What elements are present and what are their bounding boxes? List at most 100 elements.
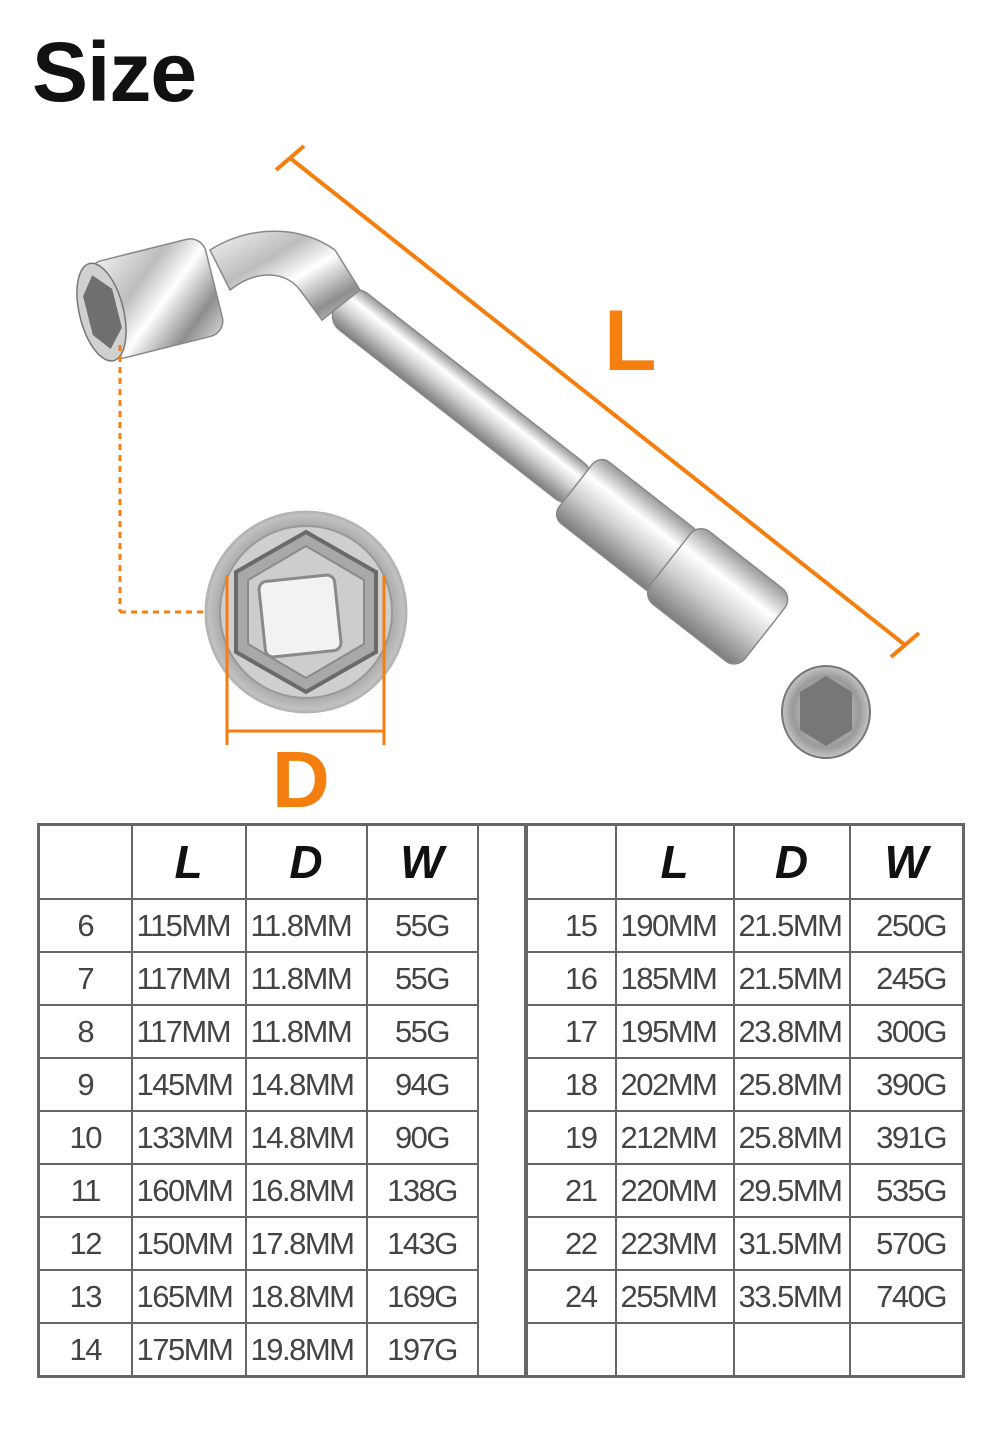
cell-length: 133MM xyxy=(130,1110,247,1165)
cell-size: 9 xyxy=(37,1057,133,1112)
cell-diameter: 29.5MM xyxy=(732,1163,851,1218)
table-gap xyxy=(476,1323,527,1377)
cell-weight: 300G xyxy=(848,1004,965,1059)
cell-diameter: 33.5MM xyxy=(732,1269,851,1324)
cell-length: 150MM xyxy=(130,1216,247,1271)
page-title: Size xyxy=(32,25,197,119)
socket-end-view-icon xyxy=(204,510,408,714)
cell-size: 7 xyxy=(37,951,133,1006)
table-row xyxy=(525,1322,965,1378)
l-type-socket-wrench-icon xyxy=(76,230,871,759)
cell-size: 18 xyxy=(525,1057,617,1112)
length-dimension-line xyxy=(274,144,921,659)
cell-weight: 55G xyxy=(365,898,479,953)
cell-length: 212MM xyxy=(614,1110,735,1165)
cell-length: 185MM xyxy=(614,951,735,1006)
cell-diameter: 11.8MM xyxy=(244,951,368,1006)
diameter-dimension-line xyxy=(225,575,386,745)
cell-size: 16 xyxy=(525,951,617,1006)
cell-size: 8 xyxy=(37,1004,133,1059)
cell-length: 145MM xyxy=(130,1057,247,1112)
cell-length: 115MM xyxy=(130,898,247,953)
table-gap xyxy=(476,824,527,899)
table-gap xyxy=(476,1111,527,1164)
cell-weight: 391G xyxy=(848,1110,965,1165)
header-diameter: D xyxy=(244,823,368,900)
cell-length: 160MM xyxy=(130,1163,247,1218)
cell-size: 13 xyxy=(37,1269,133,1324)
cell-size xyxy=(525,1322,617,1378)
cell-length: 202MM xyxy=(614,1057,735,1112)
cell-weight: 390G xyxy=(848,1057,965,1112)
header-length: L xyxy=(130,823,247,900)
cell-diameter: 14.8MM xyxy=(244,1110,368,1165)
length-label: L xyxy=(604,293,657,389)
cell-size: 10 xyxy=(37,1110,133,1165)
cell-weight: 90G xyxy=(365,1110,479,1165)
table-gap xyxy=(476,1217,527,1270)
cell-length: 175MM xyxy=(130,1322,247,1378)
cell-size: 19 xyxy=(525,1110,617,1165)
cell-length: 117MM xyxy=(130,951,247,1006)
table-header-row: L D W xyxy=(525,823,965,900)
cell-weight: 740G xyxy=(848,1269,965,1324)
cell-length: 223MM xyxy=(614,1216,735,1271)
table-gap xyxy=(476,899,527,952)
cell-diameter: 21.5MM xyxy=(732,951,851,1006)
cell-size: 21 xyxy=(525,1163,617,1218)
cell-weight xyxy=(848,1322,965,1378)
cell-weight: 245G xyxy=(848,951,965,1006)
cell-diameter: 31.5MM xyxy=(732,1216,851,1271)
header-size xyxy=(525,823,617,900)
cell-weight: 94G xyxy=(365,1057,479,1112)
cell-length xyxy=(614,1322,735,1378)
header-weight: W xyxy=(848,823,965,900)
cell-size: 11 xyxy=(37,1163,133,1218)
cell-weight: 55G xyxy=(365,1004,479,1059)
diameter-label: D xyxy=(272,735,330,824)
header-length: L xyxy=(614,823,735,900)
cell-length: 165MM xyxy=(130,1269,247,1324)
cell-diameter: 11.8MM xyxy=(244,1004,368,1059)
cell-weight: 55G xyxy=(365,951,479,1006)
table-gap xyxy=(476,952,527,1005)
cell-length: 117MM xyxy=(130,1004,247,1059)
cell-weight: 143G xyxy=(365,1216,479,1271)
cell-size: 22 xyxy=(525,1216,617,1271)
connector-dashed-line xyxy=(118,345,210,614)
cell-length: 195MM xyxy=(614,1004,735,1059)
cell-size: 17 xyxy=(525,1004,617,1059)
cell-length: 220MM xyxy=(614,1163,735,1218)
header-weight: W xyxy=(365,823,479,900)
cell-diameter: 11.8MM xyxy=(244,898,368,953)
table-gap xyxy=(476,1005,527,1058)
cell-size: 6 xyxy=(37,898,133,953)
cell-size: 12 xyxy=(37,1216,133,1271)
header-diameter: D xyxy=(732,823,851,900)
cell-weight: 250G xyxy=(848,898,965,953)
table-header-row: L D W xyxy=(37,823,527,900)
cell-diameter: 23.8MM xyxy=(732,1004,851,1059)
table-gap xyxy=(476,1164,527,1217)
cell-diameter: 21.5MM xyxy=(732,898,851,953)
cell-diameter xyxy=(732,1322,851,1378)
header-size xyxy=(37,823,133,900)
cell-diameter: 17.8MM xyxy=(244,1216,368,1271)
cell-diameter: 18.8MM xyxy=(244,1269,368,1324)
